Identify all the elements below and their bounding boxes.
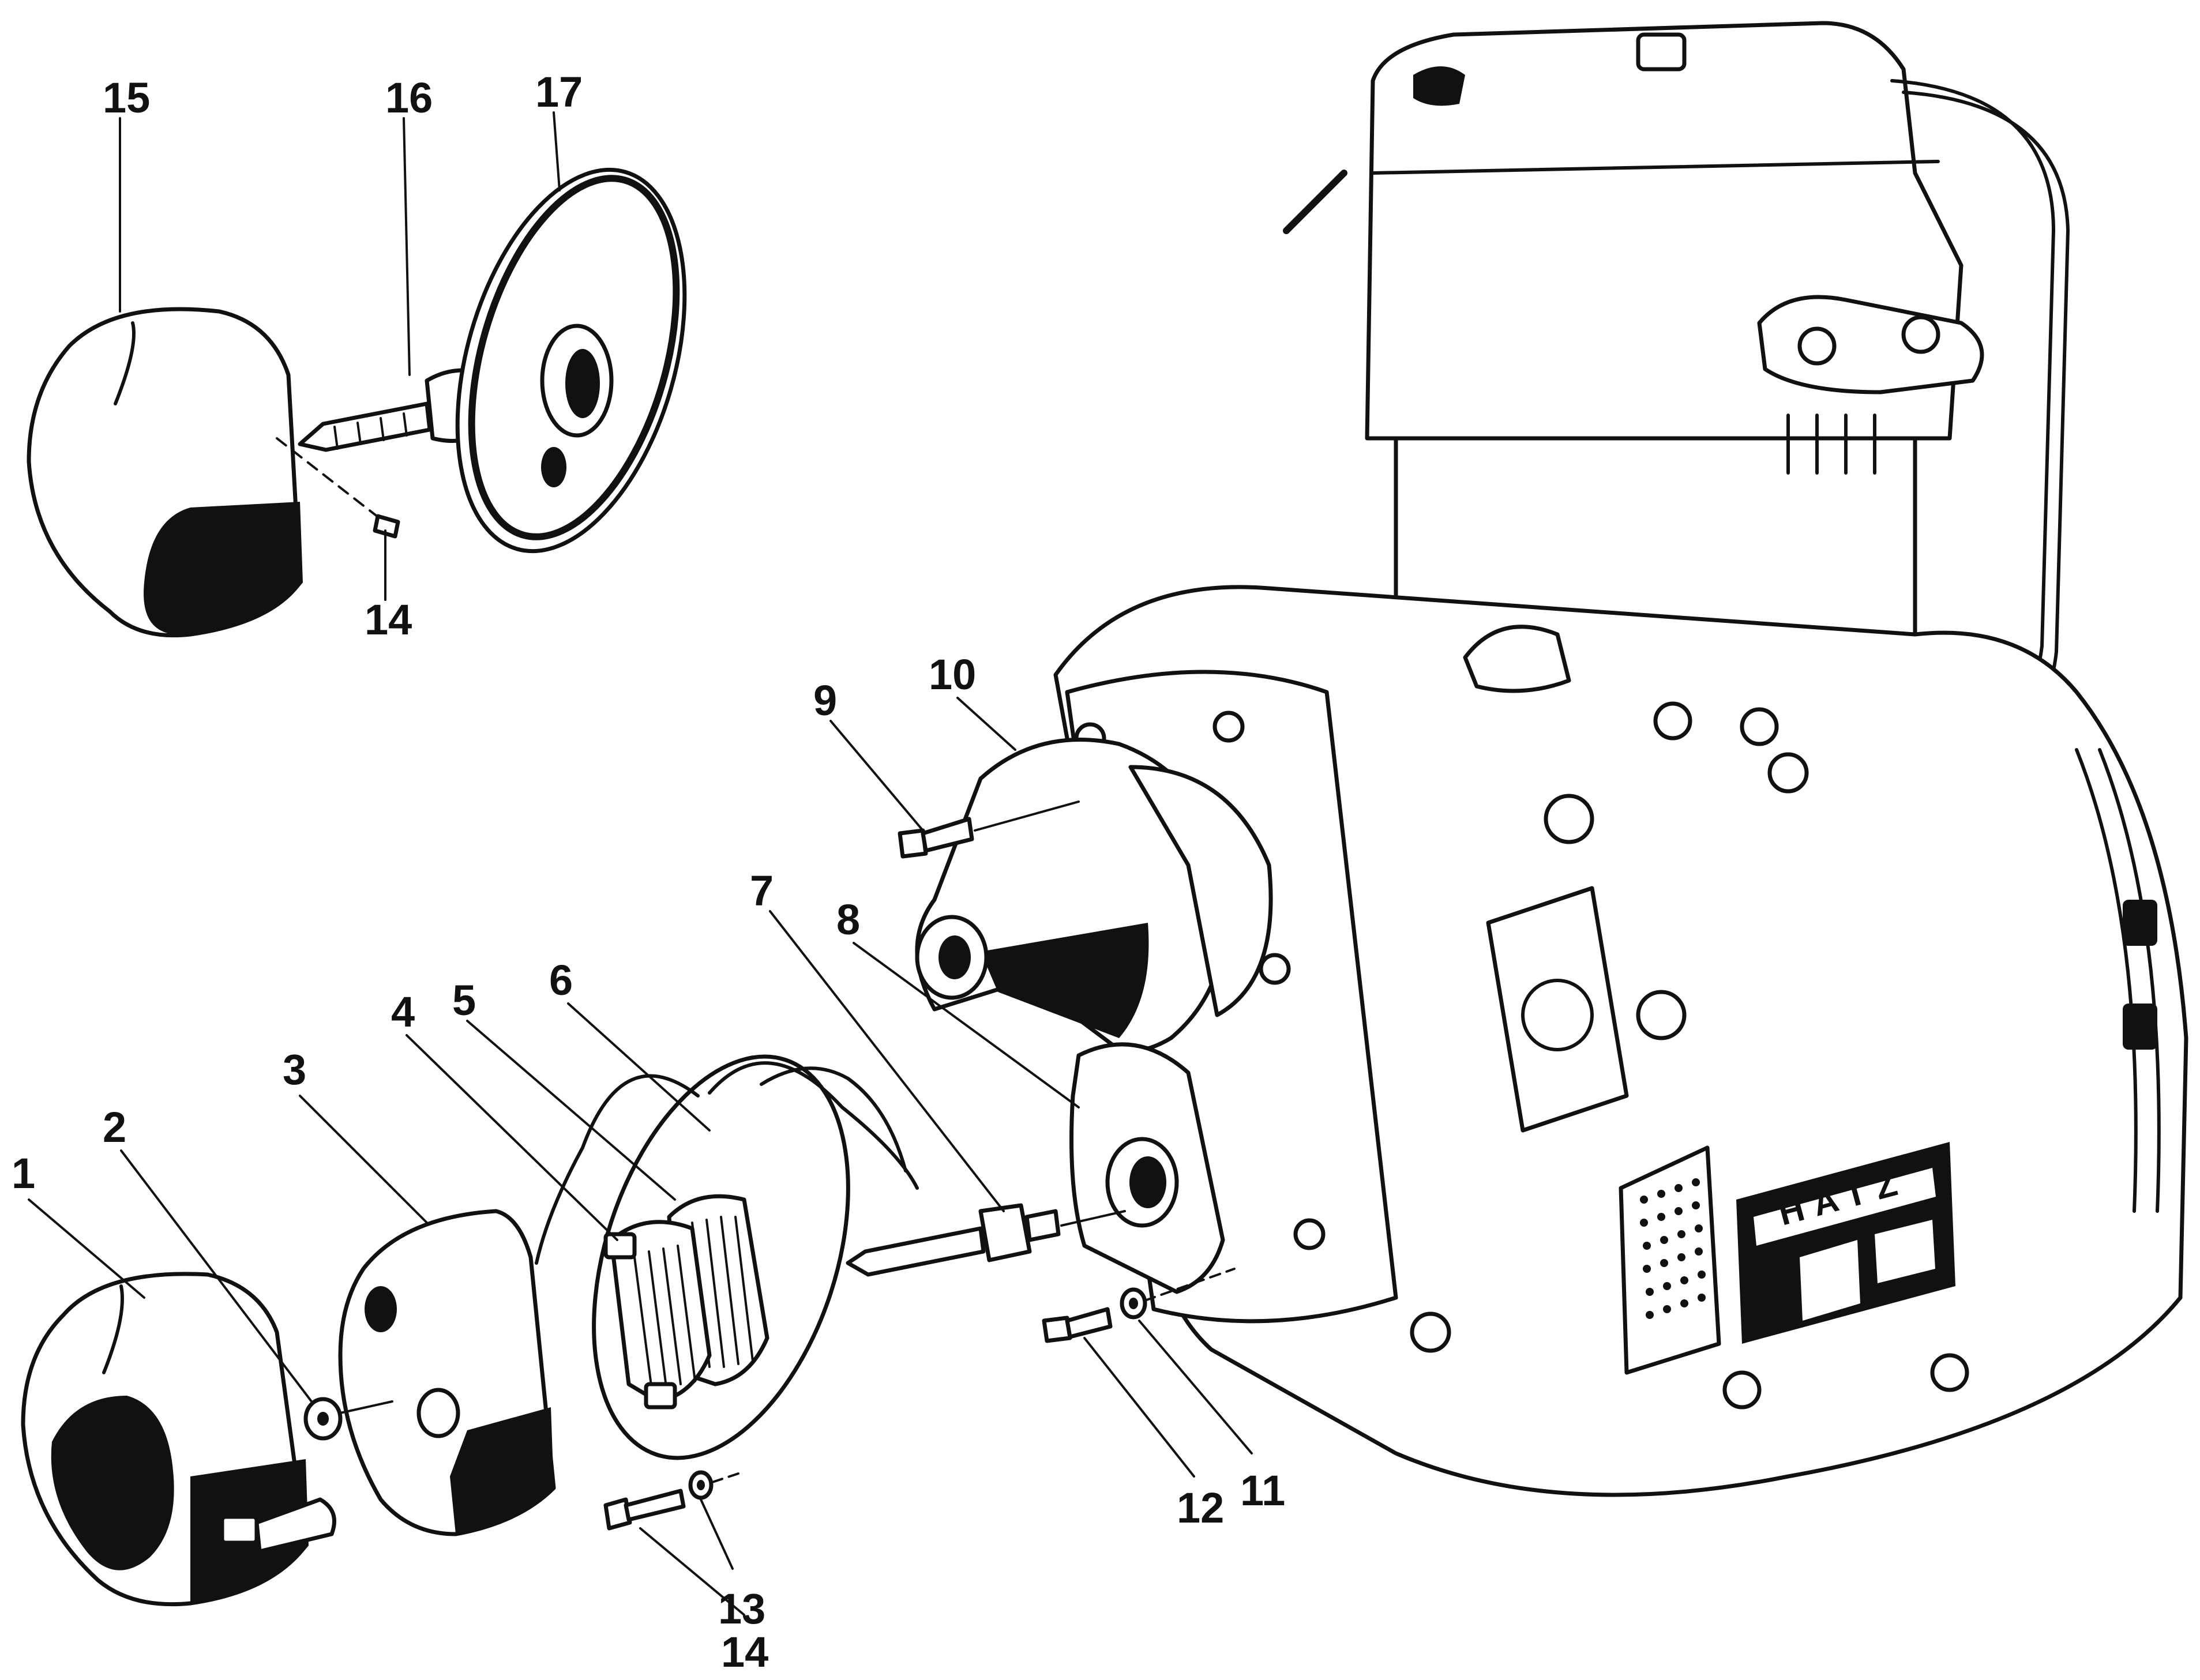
callout-1: 1 bbox=[12, 1149, 35, 1197]
nameplate: HATZ bbox=[1736, 1142, 1955, 1344]
callout-4: 4 bbox=[391, 988, 415, 1036]
callout-2: 2 bbox=[103, 1103, 126, 1151]
part-7-shaft bbox=[846, 1203, 1126, 1277]
part-2-nut bbox=[303, 1397, 393, 1441]
callout-10: 10 bbox=[929, 651, 976, 698]
part-1-cover-cap bbox=[21, 1272, 336, 1607]
leader-lines bbox=[28, 111, 1253, 1616]
part-18-pulley-disc bbox=[455, 167, 687, 554]
part-14-screw bbox=[603, 1489, 686, 1531]
callout-12: 12 bbox=[1177, 1484, 1224, 1532]
callout-17: 16 bbox=[385, 74, 433, 122]
callout-15: 14 bbox=[365, 596, 412, 644]
part-10-bell-housing bbox=[915, 738, 1273, 1053]
part-11-washer bbox=[1120, 1268, 1236, 1320]
callout-5: 5 bbox=[452, 976, 476, 1024]
part-13-washer bbox=[688, 1470, 739, 1500]
part-15-screw bbox=[276, 437, 400, 539]
callout-14: 14 bbox=[721, 1628, 768, 1676]
callout-16: 15 bbox=[103, 74, 150, 122]
callouts: 15 16 17 14 1 2 3 4 5 6 7 8 9 10 11 12 1… bbox=[12, 68, 1285, 1676]
callout-9: 9 bbox=[813, 676, 837, 724]
callout-13: 13 bbox=[718, 1585, 765, 1633]
callout-18: 17 bbox=[535, 68, 583, 116]
callout-7: 7 bbox=[750, 867, 774, 915]
callout-8: 8 bbox=[836, 896, 860, 944]
part-8-flange-plate bbox=[1069, 1042, 1225, 1294]
callout-11: 11 bbox=[1240, 1467, 1285, 1514]
callout-6: 6 bbox=[549, 956, 573, 1004]
part-12-bolt bbox=[1042, 1307, 1113, 1343]
engine-block: HATZ bbox=[1053, 21, 2188, 1497]
callout-3: 3 bbox=[283, 1046, 306, 1093]
part-4-coil bbox=[603, 1220, 712, 1410]
perforation-pattern bbox=[1640, 1178, 1706, 1319]
part-9-bolt bbox=[898, 800, 1080, 859]
part-3-rotor bbox=[338, 1209, 556, 1536]
part-16-cover-cap bbox=[27, 307, 303, 638]
